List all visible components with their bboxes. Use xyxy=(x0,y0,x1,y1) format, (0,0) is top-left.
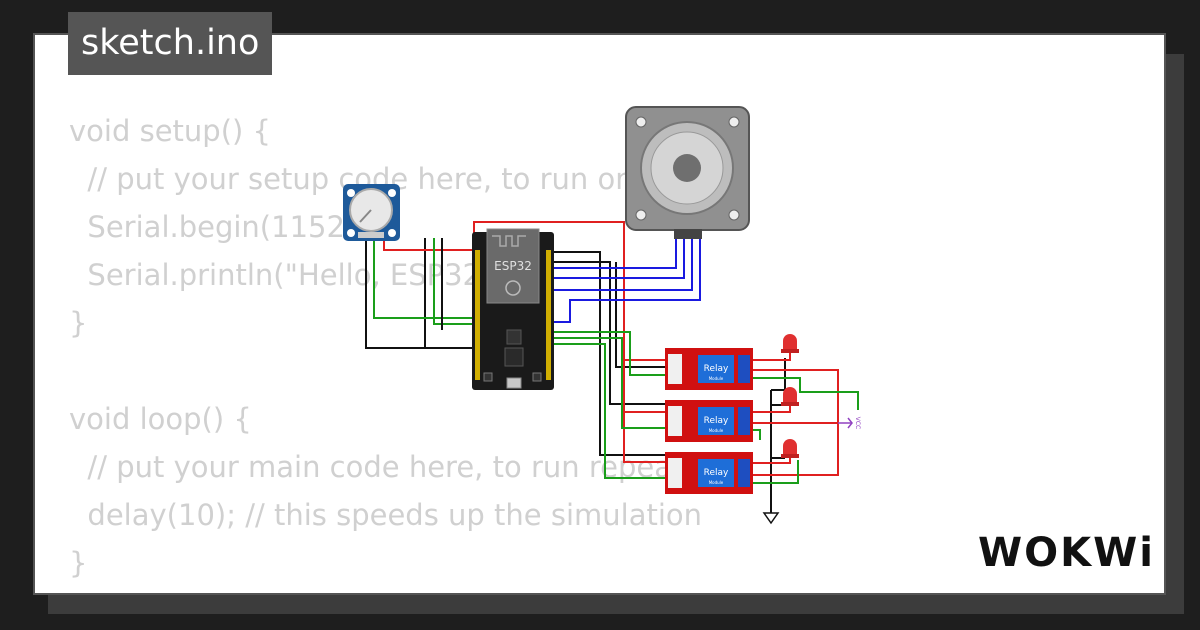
code-line-1: void setup() { xyxy=(69,114,271,148)
code-line-5: } xyxy=(69,306,88,340)
wire-com-3 xyxy=(753,460,799,484)
relay-1[interactable]: Relay Module xyxy=(665,348,753,390)
wire-stepper-1 xyxy=(554,232,677,269)
relay-2[interactable]: Relay Module xyxy=(665,400,753,442)
led-1[interactable] xyxy=(781,334,799,353)
wire-sig-relay2 xyxy=(554,337,665,429)
vcc-label: VCC xyxy=(854,417,861,429)
potentiometer[interactable] xyxy=(343,184,400,241)
code-line-7: void loop() { xyxy=(69,402,252,436)
wire-pot-gnd xyxy=(365,238,472,349)
wire-stepper-3 xyxy=(554,232,693,291)
wokwi-logo-text: WOKWi xyxy=(978,530,1150,576)
wire-sig-relay1 xyxy=(554,331,665,376)
led-2[interactable] xyxy=(781,387,799,406)
wire-com-2 xyxy=(753,429,761,440)
usb-port xyxy=(506,377,522,389)
wire-gnd-relay3 xyxy=(554,251,665,456)
wire-sig-relay3 xyxy=(554,343,665,479)
code-line-9: delay(10); // this speeds up the simulat… xyxy=(69,498,703,532)
led-3[interactable] xyxy=(781,439,799,458)
code-line-10: } xyxy=(69,546,88,580)
wire-gnd-led1 xyxy=(771,358,786,391)
vcc-symbol: VCC xyxy=(838,417,861,429)
wire-com-1 xyxy=(753,377,859,410)
relay-3-sublabel: Module xyxy=(709,480,724,485)
wire-gnd-relay1 xyxy=(615,262,665,368)
relay-1-sublabel: Module xyxy=(709,376,724,381)
wire-green-2 xyxy=(433,238,472,325)
esp32-board[interactable]: ESP32 xyxy=(472,228,554,390)
pin-headers xyxy=(475,250,551,380)
wokwi-logo: WOKWi xyxy=(978,530,1150,576)
relay-3[interactable]: Relay Module xyxy=(665,452,753,494)
esp32-label: ESP32 xyxy=(494,259,532,273)
wire-pot-signal xyxy=(373,238,472,319)
ground-symbol xyxy=(762,512,780,525)
wire-stepper-2 xyxy=(554,232,685,279)
wires xyxy=(365,221,859,515)
relay-1-label: Relay xyxy=(704,364,729,374)
relay-3-label: Relay xyxy=(704,468,729,478)
relay-2-sublabel: Module xyxy=(709,428,724,433)
file-tab[interactable]: sketch.ino xyxy=(68,12,273,75)
relay-2-label: Relay xyxy=(704,416,729,426)
stepper-motor[interactable] xyxy=(625,106,750,239)
wire-stepper-4 xyxy=(554,232,701,323)
